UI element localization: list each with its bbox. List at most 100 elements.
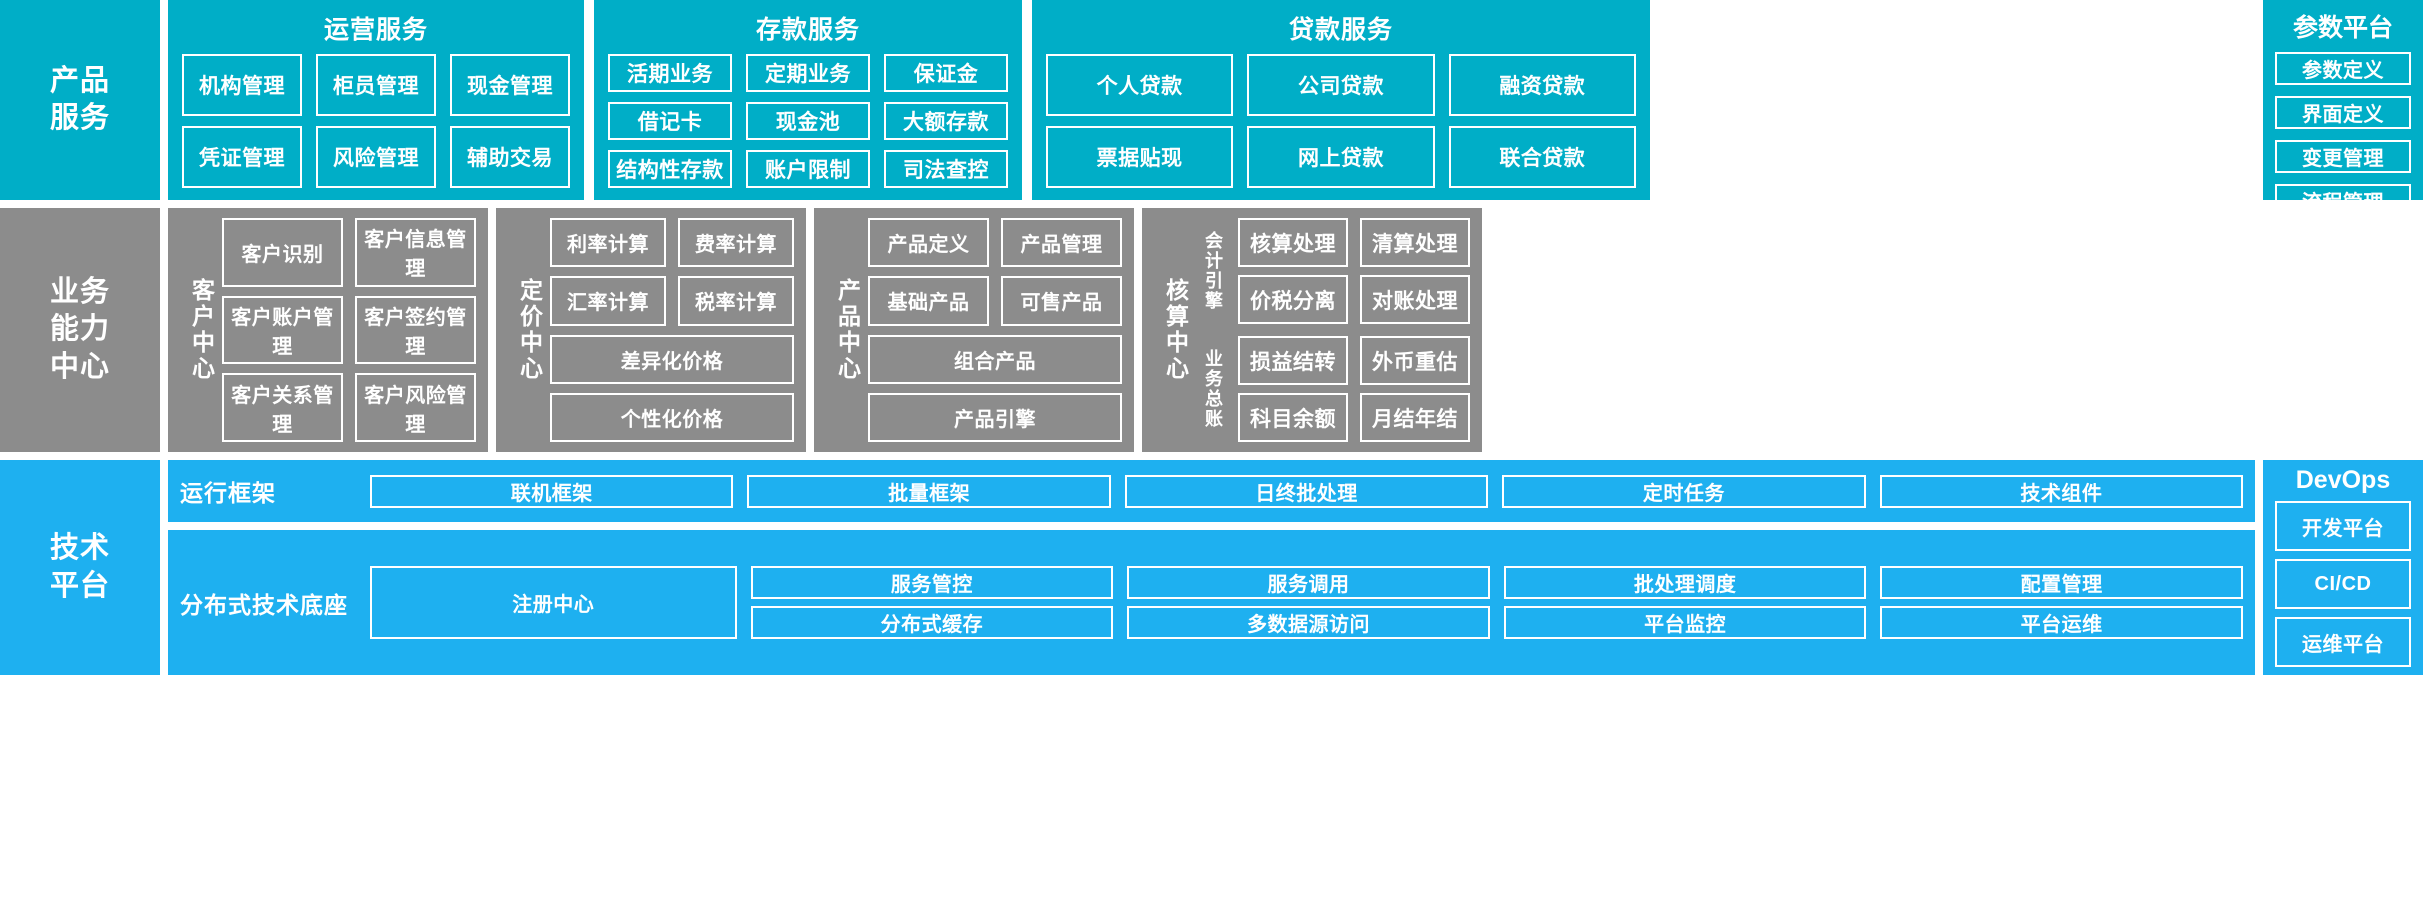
pricing-center-grid: 利率计算 费率计算 汇率计算 税率计算 差异化价格 个性化价格 xyxy=(550,218,794,442)
accounting-group-engine: 会计引擎 核算处理 清算处理 价税分离 对账处理 xyxy=(1196,218,1470,324)
panel-title-loan-services: 贷款服务 xyxy=(1288,16,1393,44)
runtime-framework-items: 联机框架 批量框架 日终批处理 定时任务 技术组件 xyxy=(370,474,2244,508)
capability-settlement-processing[interactable]: 清算处理 xyxy=(1360,218,1470,267)
capability-price-tax-separation[interactable]: 价税分离 xyxy=(1238,275,1348,324)
service-item-judicial-control[interactable]: 司法查控 xyxy=(884,150,1008,188)
service-item-margin-deposit[interactable]: 保证金 xyxy=(884,54,1008,92)
param-item-parameter-compare[interactable]: 参数对比 xyxy=(2275,272,2411,305)
devops-item-operations-platform[interactable]: 运维平台 xyxy=(2275,617,2411,667)
group-label-business-ledger: 业务总账 xyxy=(1203,349,1223,429)
capability-exchange-rate-calculation[interactable]: 汇率计算 xyxy=(550,276,666,326)
service-item-corporate-loan[interactable]: 公司贷款 xyxy=(1247,54,1435,116)
band-distributed-foundation: 分布式技术底座 注册中心 服务管控 分布式缓存 服务调用 多数据源访问 批处理调… xyxy=(168,530,2255,675)
tech-item-service-invocation[interactable]: 服务调用 xyxy=(1127,566,1490,599)
service-item-risk-management[interactable]: 风险管理 xyxy=(316,126,436,188)
service-item-account-restriction[interactable]: 账户限制 xyxy=(746,150,870,188)
capability-accounting-processing[interactable]: 核算处理 xyxy=(1238,218,1348,267)
devops-item-ci-cd[interactable]: CI/CD xyxy=(2275,559,2411,609)
param-item-parameter-definition[interactable]: 参数定义 xyxy=(2275,52,2411,85)
tech-item-platform-monitoring[interactable]: 平台监控 xyxy=(1503,606,1867,639)
capability-product-engine[interactable]: 产品引擎 xyxy=(868,392,1122,442)
service-item-cash-management[interactable]: 现金管理 xyxy=(450,54,570,116)
service-item-teller-management[interactable]: 柜员管理 xyxy=(316,54,436,116)
layer-business-capability: 业务 能力 中心 客户中心 客户识别 客户信息管理 客户账户管理 客户签约管理 … xyxy=(0,208,2423,452)
capability-profit-loss-carryover[interactable]: 损益结转 xyxy=(1238,336,1348,385)
panel-devops: DevOps 开发平台 CI/CD 运维平台 xyxy=(2263,460,2423,675)
tech-item-batch-framework[interactable]: 批量框架 xyxy=(747,474,1111,508)
panel-loan-services: 贷款服务 个人贷款 公司贷款 融资贷款 票据贴现 网上贷款 联合贷款 xyxy=(1032,0,1650,200)
layer-product-services: 产品 服务 运营服务 机构管理 柜员管理 现金管理 凭证管理 风险管理 辅助交易… xyxy=(0,0,2423,305)
capability-product-definition[interactable]: 产品定义 xyxy=(868,218,989,268)
business-capability-centers: 客户中心 客户识别 客户信息管理 客户账户管理 客户签约管理 客户关系管理 客户… xyxy=(168,208,2423,452)
center-customer: 客户中心 客户识别 客户信息管理 客户账户管理 客户签约管理 客户关系管理 客户… xyxy=(168,208,488,452)
service-item-online-loan[interactable]: 网上贷款 xyxy=(1247,126,1435,188)
tech-item-service-governance[interactable]: 服务管控 xyxy=(750,566,1114,599)
capability-base-product[interactable]: 基础产品 xyxy=(868,276,989,326)
param-item-parameter-release[interactable]: 参数发布 xyxy=(2275,228,2411,261)
panel-deposit-services: 存款服务 活期业务 定期业务 保证金 借记卡 现金池 大额存款 结构性存款 账户… xyxy=(594,0,1022,200)
param-item-change-management[interactable]: 变更管理 xyxy=(2275,140,2411,173)
band-label-distributed-foundation: 分布式技术底座 xyxy=(180,591,348,618)
layer-technical-platform: 技术 平台 运行框架 联机框架 批量框架 日终批处理 定时任务 技术组件 分布式… xyxy=(0,460,2423,675)
capability-foreign-currency-revaluation[interactable]: 外币重估 xyxy=(1360,336,1470,385)
capability-customer-account-management[interactable]: 客户账户管理 xyxy=(222,295,343,365)
product-services-panels: 运营服务 机构管理 柜员管理 现金管理 凭证管理 风险管理 辅助交易 存款服务 … xyxy=(168,0,2255,200)
capability-personalized-pricing[interactable]: 个性化价格 xyxy=(550,392,794,442)
tech-item-end-of-day-batch[interactable]: 日终批处理 xyxy=(1124,474,1489,508)
tech-item-registry-center[interactable]: 注册中心 xyxy=(370,566,737,639)
capability-customer-identification[interactable]: 客户识别 xyxy=(222,218,343,287)
capability-fee-rate-calculation[interactable]: 费率计算 xyxy=(678,218,794,268)
capability-bundled-product[interactable]: 组合产品 xyxy=(868,334,1122,384)
capability-account-balance[interactable]: 科目余额 xyxy=(1238,393,1348,442)
service-item-financing-loan[interactable]: 融资贷款 xyxy=(1448,54,1636,116)
capability-product-management[interactable]: 产品管理 xyxy=(1001,218,1122,268)
capability-tax-rate-calculation[interactable]: 税率计算 xyxy=(678,276,794,326)
center-label-pricing: 定价中心 xyxy=(516,278,543,382)
deposit-services-grid: 活期业务 定期业务 保证金 借记卡 现金池 大额存款 结构性存款 账户限制 司法… xyxy=(608,54,1008,188)
service-item-time-business[interactable]: 定期业务 xyxy=(746,54,870,92)
rail-label: 业务 能力 中心 xyxy=(49,276,110,383)
service-item-debit-card[interactable]: 借记卡 xyxy=(608,102,732,140)
layer-rail-technical-platform: 技术 平台 xyxy=(0,460,160,675)
service-item-personal-loan[interactable]: 个人贷款 xyxy=(1046,54,1234,116)
tech-item-batch-scheduling[interactable]: 批处理调度 xyxy=(1503,566,1867,599)
service-item-auxiliary-transaction[interactable]: 辅助交易 xyxy=(450,126,570,188)
capability-customer-info-management[interactable]: 客户信息管理 xyxy=(355,218,476,287)
service-item-cash-pool[interactable]: 现金池 xyxy=(746,102,870,140)
tech-item-configuration-management[interactable]: 配置管理 xyxy=(1880,566,2243,599)
param-item-interface-definition[interactable]: 界面定义 xyxy=(2275,96,2411,129)
tech-item-online-framework[interactable]: 联机框架 xyxy=(370,474,734,508)
capability-reconciliation-processing[interactable]: 对账处理 xyxy=(1360,275,1470,324)
service-item-large-deposit[interactable]: 大额存款 xyxy=(884,102,1008,140)
rail-label: 技术 平台 xyxy=(49,532,110,602)
tech-item-scheduled-task[interactable]: 定时任务 xyxy=(1502,474,1866,508)
accounting-center-groups: 会计引擎 核算处理 清算处理 价税分离 对账处理 业务总账 损益结转 外币重估 xyxy=(1196,218,1470,442)
service-item-voucher-management[interactable]: 凭证管理 xyxy=(182,126,302,188)
capability-differentiated-pricing[interactable]: 差异化价格 xyxy=(550,334,794,384)
param-item-process-management[interactable]: 流程管理 xyxy=(2275,184,2411,217)
tech-item-multi-datasource-access[interactable]: 多数据源访问 xyxy=(1127,606,1490,639)
center-label-accounting: 核算中心 xyxy=(1162,278,1189,382)
parameter-platform-list: 参数定义 界面定义 变更管理 流程管理 参数发布 参数对比 xyxy=(2275,52,2411,305)
service-item-bill-discount[interactable]: 票据贴现 xyxy=(1046,126,1234,188)
service-item-structured-deposit[interactable]: 结构性存款 xyxy=(608,150,732,188)
accounting-group-ledger: 业务总账 损益结转 外币重估 科目余额 月结年结 xyxy=(1196,336,1470,442)
center-label-product: 产品中心 xyxy=(834,278,861,382)
service-item-org-management[interactable]: 机构管理 xyxy=(182,54,302,116)
service-item-demand-business[interactable]: 活期业务 xyxy=(608,54,732,92)
technical-platform-bands: 运行框架 联机框架 批量框架 日终批处理 定时任务 技术组件 分布式技术底座 注… xyxy=(168,460,2255,675)
accounting-engine-grid: 核算处理 清算处理 价税分离 对账处理 xyxy=(1238,218,1470,324)
capability-interest-rate-calculation[interactable]: 利率计算 xyxy=(550,218,666,268)
tech-item-technical-component[interactable]: 技术组件 xyxy=(1879,474,2244,508)
tech-item-distributed-cache[interactable]: 分布式缓存 xyxy=(750,606,1114,639)
capability-month-year-end-closing[interactable]: 月结年结 xyxy=(1360,393,1470,442)
operation-services-grid: 机构管理 柜员管理 现金管理 凭证管理 风险管理 辅助交易 xyxy=(182,54,570,188)
service-item-syndicated-loan[interactable]: 联合贷款 xyxy=(1448,126,1636,188)
panel-operation-services: 运营服务 机构管理 柜员管理 现金管理 凭证管理 风险管理 辅助交易 xyxy=(168,0,584,200)
tech-item-platform-operations[interactable]: 平台运维 xyxy=(1880,606,2243,639)
capability-customer-relation-management[interactable]: 客户关系管理 xyxy=(222,373,343,442)
capability-customer-risk-management[interactable]: 客户风险管理 xyxy=(355,373,476,442)
capability-customer-contract-management[interactable]: 客户签约管理 xyxy=(355,295,476,365)
capability-sellable-product[interactable]: 可售产品 xyxy=(1001,276,1122,326)
devops-item-development-platform[interactable]: 开发平台 xyxy=(2275,501,2411,551)
